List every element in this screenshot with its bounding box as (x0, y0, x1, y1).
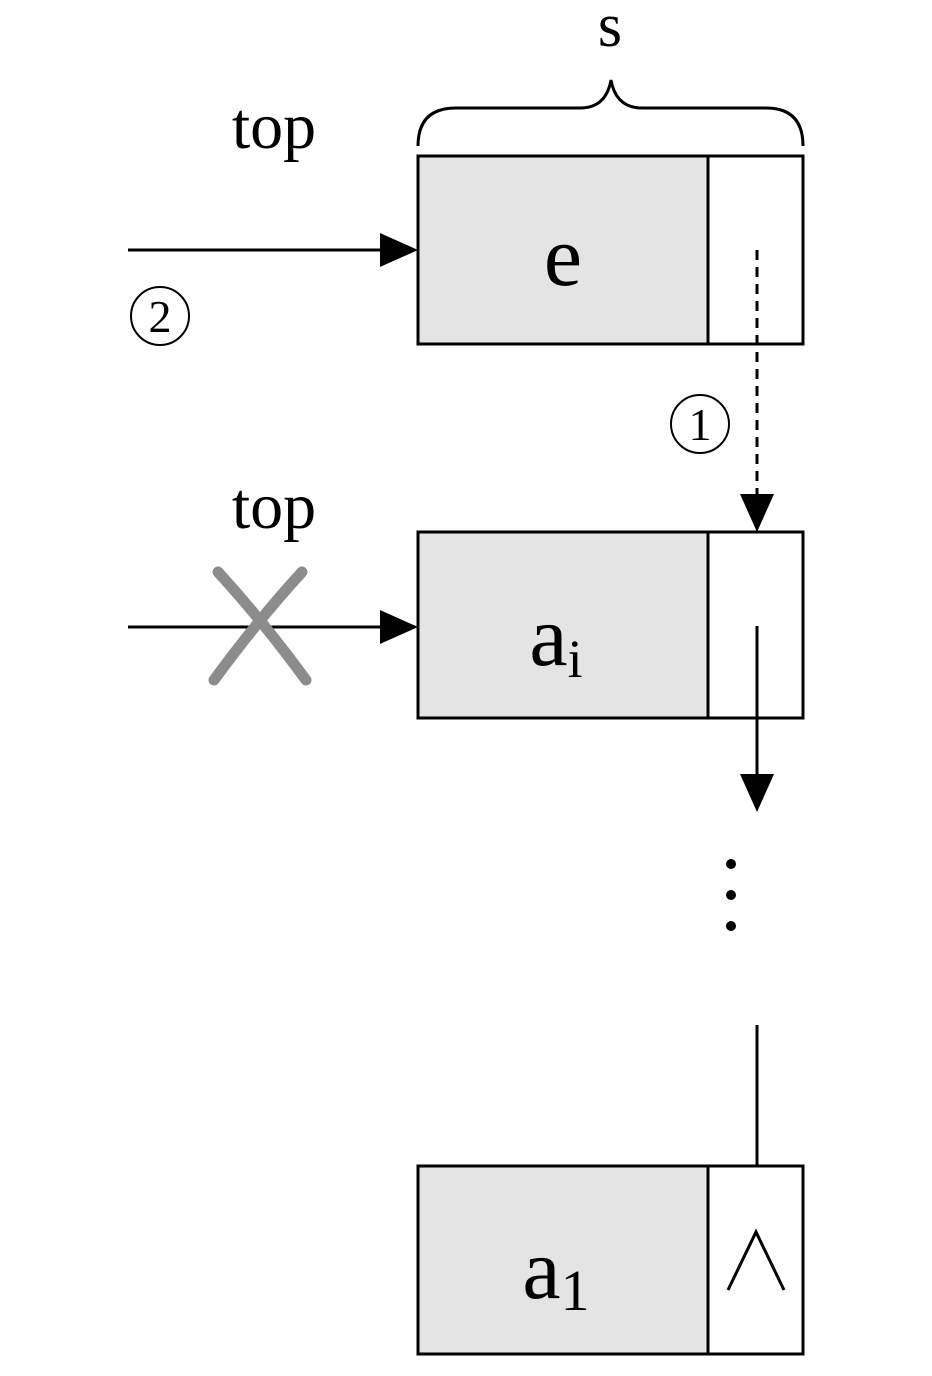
svg-text:ai: ai (529, 588, 582, 689)
node-ai-subscript: i (568, 629, 583, 689)
top-label-old: top (232, 470, 316, 543)
node-e-data: e (544, 208, 582, 304)
node-ai: ai (416, 530, 805, 720)
node-a1-data: a (522, 1221, 560, 1317)
node-a1: a1 (416, 1164, 805, 1356)
node-e: e (416, 154, 805, 346)
arrowhead (380, 233, 418, 267)
svg-text:1: 1 (689, 399, 712, 450)
svg-text:2: 2 (149, 291, 172, 342)
s-label: s (598, 0, 622, 60)
node-a1-subscript: 1 (561, 1258, 590, 1323)
arrowhead (380, 610, 418, 644)
removed-cross-icon (208, 566, 312, 686)
step-two-marker: 2 (130, 286, 190, 346)
ellipsis (726, 859, 736, 931)
top-label-new: top (232, 90, 316, 163)
node-ai-data: a (529, 588, 567, 684)
null-pointer-icon (726, 1228, 786, 1291)
step-one-marker: 1 (670, 394, 730, 454)
arrowhead (740, 774, 774, 812)
brace (416, 79, 805, 147)
svg-text:a1: a1 (522, 1221, 589, 1323)
arrowhead (740, 494, 774, 532)
